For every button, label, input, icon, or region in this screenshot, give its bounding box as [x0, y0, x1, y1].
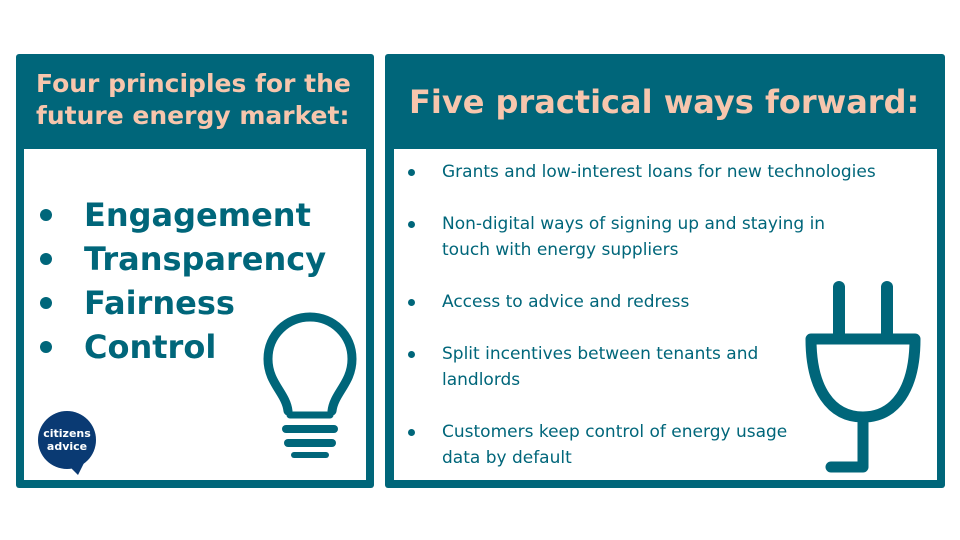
principles-title: Four principles for the future energy ma…	[36, 69, 351, 130]
ways-title: Five practical ways forward:	[409, 83, 920, 121]
ways-list: Grants and low-interest loans for new te…	[408, 159, 878, 497]
bullet-icon	[408, 221, 415, 228]
ways-body: Grants and low-interest loans for new te…	[394, 149, 937, 480]
principle-item: Fairness	[36, 281, 326, 325]
way-item: Grants and low-interest loans for new te…	[408, 159, 878, 185]
bullet-icon	[408, 169, 415, 176]
principles-panel: Four principles for the future energy ma…	[16, 54, 374, 488]
bullet-icon	[408, 429, 415, 436]
way-item: Non-digital ways of signing up and stayi…	[408, 211, 878, 263]
electric-plug-icon	[805, 281, 921, 473]
ways-panel: Five practical ways forward: Grants and …	[385, 54, 945, 488]
bullet-icon	[40, 253, 52, 265]
bullet-icon	[40, 297, 52, 309]
bullet-icon	[40, 341, 52, 353]
bullet-icon	[408, 299, 415, 306]
principle-item: Transparency	[36, 237, 326, 281]
way-item: Customers keep control of energy usage d…	[408, 419, 808, 471]
bullet-icon	[408, 351, 415, 358]
principle-item: Engagement	[36, 193, 326, 237]
bullet-icon	[40, 209, 52, 221]
principle-item: Control	[36, 325, 326, 369]
way-item: Access to advice and redress	[408, 289, 848, 315]
principles-list: Engagement Transparency Fairness Control	[36, 193, 326, 369]
citizens-advice-logo: citizens advice	[38, 411, 104, 477]
way-item: Split incentives between tenants and lan…	[408, 341, 788, 393]
light-bulb-icon	[263, 312, 357, 458]
principles-body: Engagement Transparency Fairness Control…	[24, 149, 366, 480]
